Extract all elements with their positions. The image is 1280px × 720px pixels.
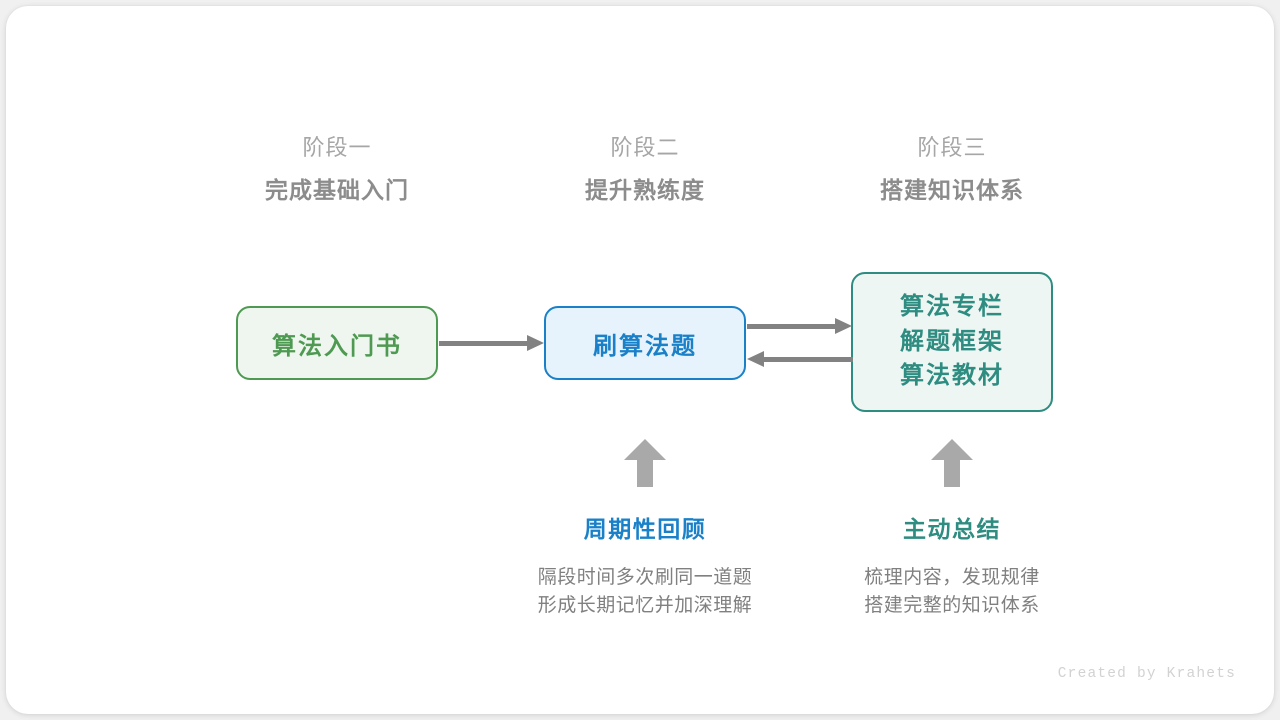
arrow-practice-to-system-icon <box>747 318 853 335</box>
node-system-label-1: 算法专栏 <box>900 293 1004 321</box>
arrow-book-to-practice-icon <box>439 335 545 352</box>
arrow-system-to-practice-icon <box>747 351 853 368</box>
arrow-shaft <box>439 341 529 346</box>
stage-title-2: 提升熟练度 <box>585 177 705 204</box>
note-summary-body: 梳理内容，发现规律 搭建完整的知识体系 <box>802 564 1102 619</box>
arrow-head-right-icon <box>527 335 544 351</box>
arrow-head-left-icon <box>747 351 764 367</box>
arrow-up-to-practice-icon <box>624 439 666 487</box>
stage-header-3: 阶段三 搭建知识体系 <box>822 135 1082 204</box>
node-book-label: 算法入门书 <box>272 332 402 360</box>
node-practice-problems: 刷算法题 <box>544 306 746 380</box>
arrow-up-stem <box>944 458 960 487</box>
note-review-title: 周期性回顾 <box>583 516 707 542</box>
note-review-body: 隔段时间多次刷同一道题 形成长期记忆并加深理解 <box>495 564 795 619</box>
note-summary-body-line-1: 梳理内容，发现规律 <box>864 567 1040 589</box>
credit-text: Created by Krahets <box>1057 666 1236 682</box>
stage-title-3: 搭建知识体系 <box>880 177 1024 204</box>
note-summary-body-line-2: 搭建完整的知识体系 <box>864 594 1040 616</box>
note-review-body-line-1: 隔段时间多次刷同一道题 <box>537 567 753 589</box>
note-summary-title: 主动总结 <box>903 516 1001 542</box>
arrow-up-stem <box>637 458 653 487</box>
arrow-up-head <box>624 439 666 460</box>
node-system-label-3: 算法教材 <box>900 362 1004 390</box>
stage-index-label-2: 阶段二 <box>610 135 680 160</box>
note-review-body-line-2: 形成长期记忆并加深理解 <box>537 594 753 616</box>
stage-index-label-3: 阶段三 <box>917 135 987 160</box>
arrow-head-right-icon <box>835 318 852 334</box>
node-algorithm-intro-book: 算法入门书 <box>236 306 438 380</box>
node-practice-label: 刷算法题 <box>593 332 697 360</box>
stage-header-1: 阶段一 完成基础入门 <box>207 135 467 204</box>
node-system-label-2: 解题框架 <box>900 327 1004 355</box>
arrow-shaft <box>747 324 837 329</box>
note-periodic-review: 周期性回顾 隔段时间多次刷同一道题 形成长期记忆并加深理解 <box>495 516 795 619</box>
stage-index-label-1: 阶段一 <box>302 135 372 160</box>
stage-title-1: 完成基础入门 <box>265 177 409 204</box>
arrow-up-head <box>931 439 973 460</box>
diagram-canvas: 阶段一 完成基础入门 阶段二 提升熟练度 阶段三 搭建知识体系 算法入门书 刷算… <box>6 6 1274 714</box>
node-knowledge-system: 算法专栏 解题框架 算法教材 <box>851 272 1053 412</box>
note-active-summary: 主动总结 梳理内容，发现规律 搭建完整的知识体系 <box>802 516 1102 619</box>
arrow-up-to-system-icon <box>931 439 973 487</box>
stage-header-2: 阶段二 提升熟练度 <box>515 135 775 204</box>
arrow-shaft <box>763 357 853 362</box>
